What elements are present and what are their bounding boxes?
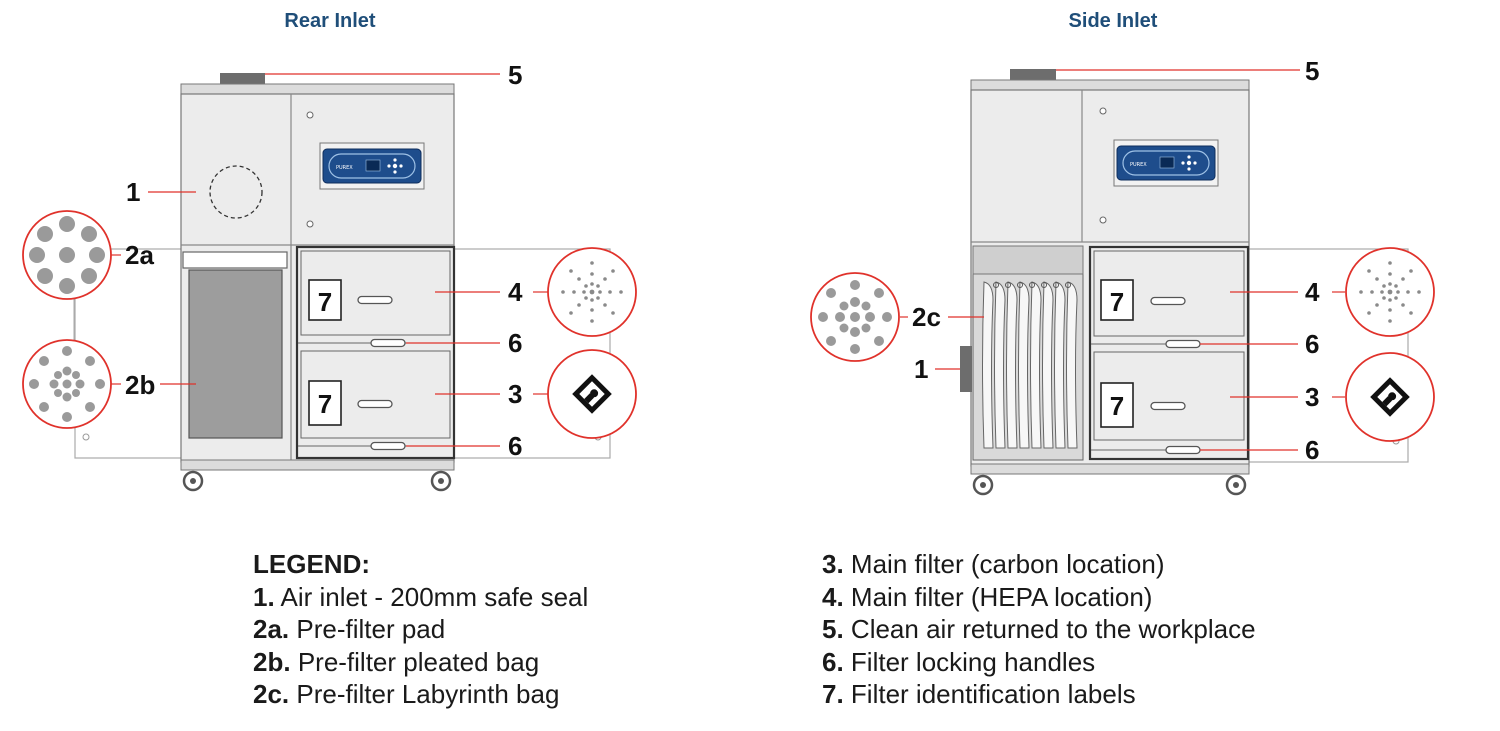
filter-id-label-top: 7 xyxy=(1110,287,1124,317)
legend-item-text: Filter locking handles xyxy=(850,646,1096,677)
filter-id-label-top: 7 xyxy=(318,287,332,317)
rear-inlet-title: Rear Inlet xyxy=(284,10,375,32)
legend-item-number: 1. xyxy=(253,581,275,612)
rear-callout-1: 1 xyxy=(126,177,140,207)
legend-item: 6. Filter locking handles xyxy=(822,646,1256,679)
legend-item-text: Clean air returned to the workplace xyxy=(850,614,1256,644)
legend-item-number: 3. xyxy=(822,549,844,579)
locking-handle-upper xyxy=(1165,339,1201,349)
legend-item-text: Pre-filter pleated bag xyxy=(297,646,540,677)
side-callout-6-lower: 6 xyxy=(1305,435,1319,465)
legend-item-text: Filter identification labels xyxy=(850,679,1136,709)
clean-air-outlet xyxy=(1010,69,1056,80)
legend-item: 2b. Pre-filter pleated bag xyxy=(253,646,588,679)
filter-id-label-bottom: 7 xyxy=(1110,391,1124,421)
legend-item: 5. Clean air returned to the workplace xyxy=(822,613,1256,646)
clean-air-outlet xyxy=(220,73,265,84)
legend-item-text: Pre-filter Labyrinth bag xyxy=(296,679,560,709)
side-inlet-unit: 7 7 xyxy=(960,69,1409,496)
filter-id-label-top-box xyxy=(1100,279,1134,321)
labyrinth-bag xyxy=(982,281,1078,449)
legend-item-number: 4. xyxy=(822,581,844,612)
legend-item: 3. Main filter (carbon location) xyxy=(822,548,1256,581)
legend-item-number: 5. xyxy=(822,614,844,644)
pre-filter-pad-tray xyxy=(182,251,288,269)
rear-callout-5: 5 xyxy=(508,60,522,90)
legend-item: 7. Filter identification labels xyxy=(822,678,1256,711)
pre-filter-bag-window xyxy=(188,269,283,439)
pre-filter-labyrinth-bag-detail xyxy=(810,272,900,362)
carbon-filter-detail xyxy=(1345,352,1435,442)
filter-id-label-bottom: 7 xyxy=(318,389,332,419)
rear-callout-2a: 2a xyxy=(125,240,154,270)
side-callout-lines xyxy=(900,69,1345,451)
side-callout-3: 3 xyxy=(1305,382,1319,412)
pre-filter-pleated-bag-detail xyxy=(22,339,112,429)
filter-id-label-bottom-box xyxy=(1100,382,1134,428)
control-panel-display xyxy=(1113,139,1219,187)
rear-callout-6-upper: 6 xyxy=(508,328,522,358)
rear-callout-lines xyxy=(111,73,548,447)
legend-item-text: Air inlet - 200mm safe seal xyxy=(280,581,589,612)
hepa-filter-detail xyxy=(1345,247,1435,337)
air-inlet-circle xyxy=(209,165,263,219)
legend-item: 2a. Pre-filter pad xyxy=(253,613,588,646)
side-callout-5: 5 xyxy=(1305,56,1319,86)
rear-inlet-unit: 7 7 xyxy=(74,73,611,492)
locking-handle-lower xyxy=(370,441,406,451)
legend-item-number: 2c. xyxy=(253,679,290,709)
legend-title: LEGEND: xyxy=(253,549,370,579)
legend-item-number: 2a. xyxy=(253,614,290,644)
filter-id-label-top-box xyxy=(308,279,342,321)
rear-callout-4: 4 xyxy=(508,277,523,307)
legend-item: 4. Main filter (HEPA location) xyxy=(822,581,1256,614)
locking-handle-upper xyxy=(370,338,406,348)
legend-left-column: LEGEND: 1. Air inlet - 200mm safe seal 2… xyxy=(253,548,588,711)
legend-right-column: 3. Main filter (carbon location) 4. Main… xyxy=(822,548,1256,711)
side-callout-4: 4 xyxy=(1305,277,1320,307)
legend-item-number: 2b. xyxy=(253,646,291,677)
rear-callout-3: 3 xyxy=(508,379,522,409)
legend-item-text: Pre-filter pad xyxy=(296,614,446,644)
side-air-inlet xyxy=(960,346,972,392)
pre-filter-pad-detail xyxy=(22,210,112,300)
side-callout-6-upper: 6 xyxy=(1305,329,1319,359)
legend-item: 1. Air inlet - 200mm safe seal xyxy=(253,581,588,614)
carbon-filter-detail xyxy=(547,349,637,439)
locking-handle-lower xyxy=(1165,445,1201,455)
control-panel-display xyxy=(319,142,425,190)
filter-id-label-bottom-box xyxy=(308,380,342,426)
legend-item-number: 7. xyxy=(822,679,844,709)
side-callout-1: 1 xyxy=(914,354,928,384)
legend-item: 2c. Pre-filter Labyrinth bag xyxy=(253,678,588,711)
legend-item-number: 6. xyxy=(822,646,844,677)
legend-item-text: Main filter (HEPA location) xyxy=(850,581,1153,612)
hepa-filter-detail xyxy=(547,247,637,337)
side-callout-2c: 2c xyxy=(912,302,941,332)
side-inlet-title: Side Inlet xyxy=(1069,10,1158,32)
rear-callout-2b: 2b xyxy=(125,370,155,400)
rear-callout-6-lower: 6 xyxy=(508,431,522,461)
legend-item-text: Main filter (carbon location) xyxy=(850,549,1165,579)
